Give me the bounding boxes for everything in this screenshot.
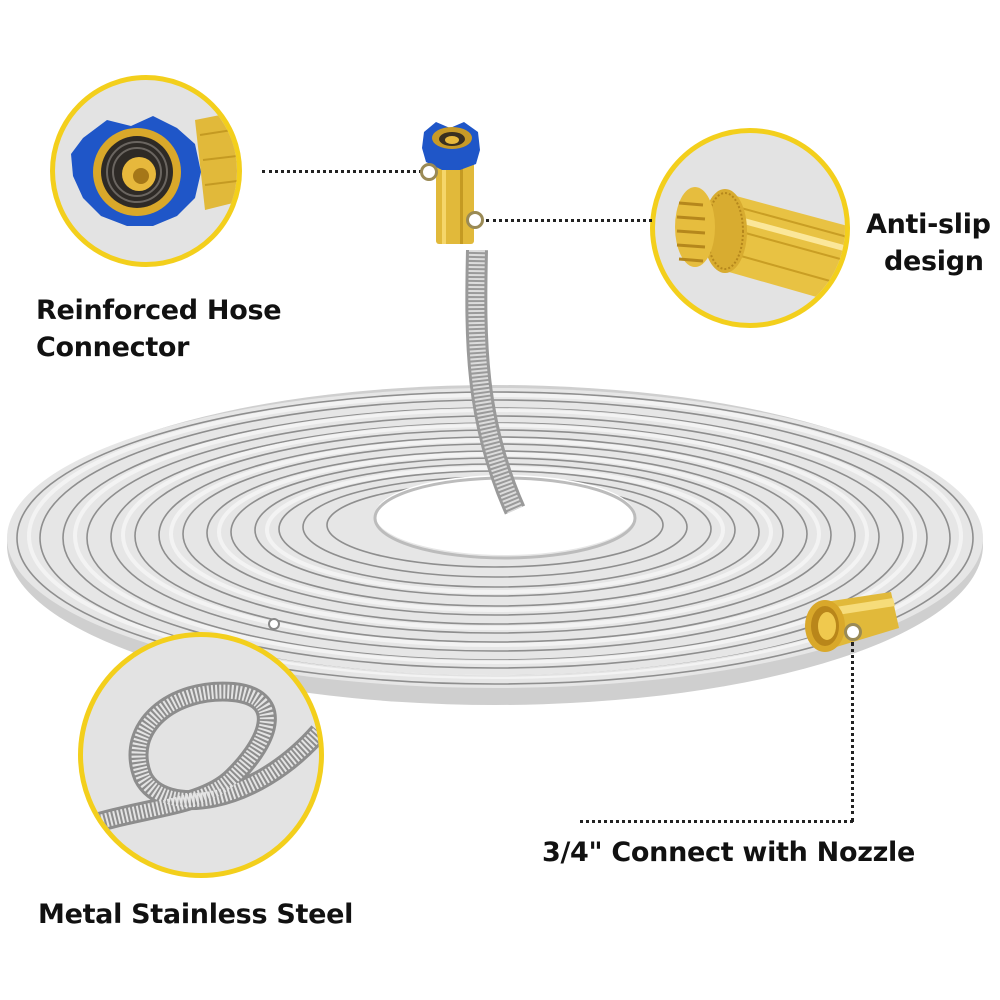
hose-riser <box>455 250 535 520</box>
callout-connector-detail <box>50 75 242 267</box>
leader-line-anti-slip <box>486 219 652 222</box>
feature-label-nozzle: 3/4" Connect with Nozzle <box>542 837 916 868</box>
feature-label-connector: Reinforced Hose Connector <box>36 295 282 363</box>
leader-line-nozzle-horizontal <box>580 820 853 823</box>
hose-coil-icon <box>7 385 983 705</box>
callout-anti-slip-detail <box>650 128 850 328</box>
hose-coil-illustration <box>0 380 1000 710</box>
blue-female-connector-icon <box>71 111 237 226</box>
marker-connector <box>420 163 438 181</box>
feature-label-anti-slip: Anti-slip design <box>866 209 991 277</box>
feature-label-steel: Metal Stainless Steel <box>38 899 354 930</box>
leader-line-nozzle-vertical <box>851 642 854 822</box>
female-connector <box>416 118 486 258</box>
leader-line-connector <box>262 170 422 173</box>
knotted-hose-icon <box>83 681 319 837</box>
callout-steel-detail <box>78 632 324 878</box>
marker-nozzle <box>844 623 862 641</box>
marker-steel <box>268 618 280 630</box>
brass-male-connector-icon <box>675 187 845 306</box>
blue-female-connector-icon <box>422 122 480 244</box>
male-brass-connector <box>795 588 905 658</box>
brass-male-connector-icon <box>805 592 899 652</box>
marker-anti-slip <box>466 211 484 229</box>
